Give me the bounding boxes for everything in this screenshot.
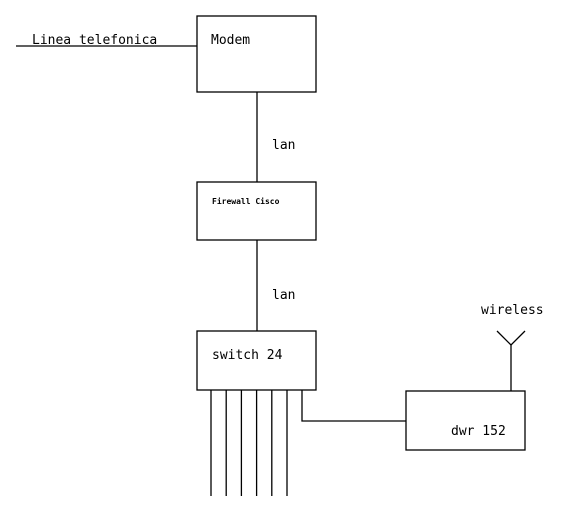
- dwr-label: dwr 152: [451, 424, 506, 439]
- lan-label-2: lan: [272, 288, 295, 303]
- modem-box: [196, 15, 317, 93]
- lan-label-1: lan: [272, 138, 295, 153]
- switch-box: [196, 330, 317, 391]
- dwr-box: [405, 390, 526, 451]
- switch-to-dwr-cable: [301, 390, 406, 422]
- modem-label: Modem: [211, 33, 250, 48]
- antenna-icon: [496, 330, 526, 346]
- phone-line-label: Linea telefonica: [32, 33, 157, 48]
- firewall-box: [196, 181, 317, 241]
- switch-label: switch 24: [212, 348, 283, 363]
- wireless-label: wireless: [481, 303, 544, 318]
- firewall-label: Firewall Cisco: [212, 196, 280, 206]
- switch-port-cables: [210, 390, 288, 496]
